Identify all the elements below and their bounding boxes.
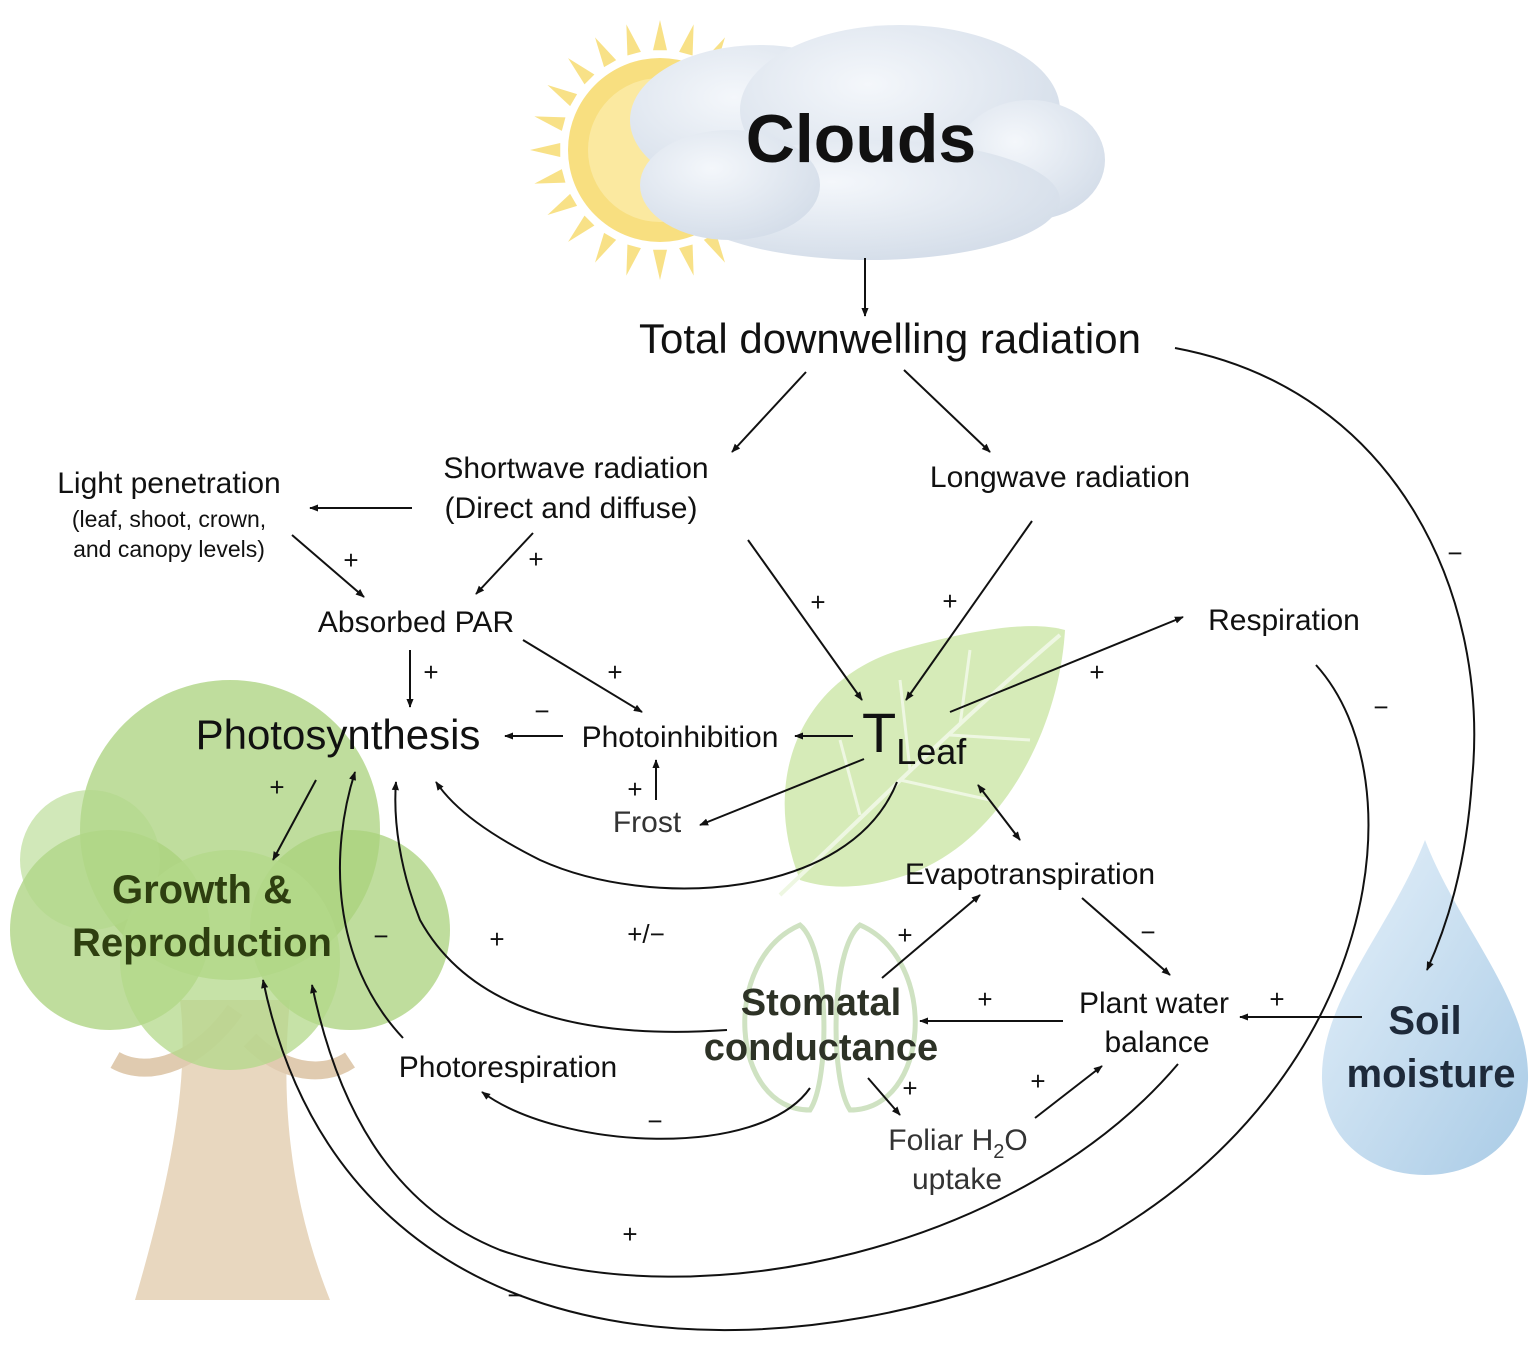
sign-stomatal-to-photosynthesis: + <box>489 924 504 954</box>
stomatal-conductance-label-2: conductance <box>704 1027 938 1069</box>
growth-reproduction-label-1: Growth & <box>112 868 292 912</box>
frost-label: Frost <box>613 806 682 839</box>
sign-light-to-par: + <box>343 545 358 575</box>
sign-stomatal-to-evapotranspiration: + <box>897 920 912 950</box>
sign-labels: + + + + + + − + + − − + − + +/− + − + + … <box>269 538 1462 1310</box>
t-leaf-main: T <box>862 701 896 764</box>
light-penetration-sublabel-1: (leaf, shoot, crown, <box>72 506 266 532</box>
sign-respiration-to-growth: − <box>1373 692 1388 722</box>
sun-ray <box>530 143 561 157</box>
sign-sw-to-par: + <box>528 544 543 574</box>
sign-lw-to-tleaf: + <box>942 586 957 616</box>
sun-ray <box>595 232 617 263</box>
stomatal-conductance-label-1: Stomatal <box>741 982 901 1024</box>
sun-ray <box>703 232 725 263</box>
light-penetration-label: Light penetration <box>57 467 281 500</box>
photosynthesis-label: Photosynthesis <box>196 711 481 758</box>
sign-par-to-photoinhibition: + <box>607 657 622 687</box>
sun-ray <box>534 116 566 131</box>
sign-frost-to-photoinhibition: + <box>627 774 642 804</box>
sign-soil-to-growth: − <box>507 1280 522 1310</box>
foliar-uptake-prefix: Foliar H <box>888 1124 993 1157</box>
sun-ray <box>547 193 578 215</box>
light-penetration-sublabel-2: and canopy levels) <box>73 536 265 562</box>
respiration-label: Respiration <box>1208 604 1360 637</box>
water-drop-icon <box>1321 840 1529 1175</box>
longwave-radiation-label: Longwave radiation <box>930 461 1190 494</box>
sun-ray <box>595 37 617 68</box>
sign-water-to-growth: + <box>622 1219 637 1249</box>
sun-ray <box>626 244 641 276</box>
sign-tleaf-to-respiration: + <box>1089 657 1104 687</box>
shortwave-radiation-label: Shortwave radiation <box>443 452 708 485</box>
growth-reproduction-label-2: Reproduction <box>72 921 332 965</box>
foliar-uptake-subscript: 2 <box>993 1141 1004 1163</box>
sun-ray <box>568 58 595 85</box>
sign-photosynthesis-to-growth: + <box>269 772 284 802</box>
sun-ray <box>679 244 694 276</box>
soil-moisture-label-1: Soil <box>1388 999 1461 1043</box>
plant-water-balance-label-2: balance <box>1104 1026 1209 1059</box>
sign-stomatal-to-photorespiration: − <box>647 1106 662 1136</box>
foliar-uptake-suffix: O <box>1004 1124 1027 1157</box>
sign-photorespiration-to-growth: − <box>373 921 388 951</box>
foliar-uptake-label-1: Foliar H2O <box>888 1124 1027 1163</box>
sign-evapotranspiration-to-water: − <box>1140 917 1155 947</box>
absorbed-par-label: Absorbed PAR <box>318 606 514 639</box>
plant-water-balance-label-1: Plant water <box>1079 987 1229 1020</box>
sign-tleaf-to-photosynthesis: +/− <box>627 919 665 949</box>
sun-ray <box>534 169 566 184</box>
sun-ray <box>653 249 667 280</box>
sign-stomatal-to-foliar: + <box>902 1073 917 1103</box>
node-labels: Clouds Total downwelling radiation Short… <box>57 101 1515 1196</box>
t-leaf-label: TLeaf <box>862 701 967 772</box>
total-downwelling-radiation-label: Total downwelling radiation <box>639 315 1141 362</box>
sign-radiation-to-soil: − <box>1447 538 1462 568</box>
sign-photoinhibition-to-photosynthesis: − <box>534 696 549 726</box>
shortwave-radiation-sublabel: (Direct and diffuse) <box>445 492 698 525</box>
sign-foliar-to-water: + <box>1030 1066 1045 1096</box>
sun-ray <box>653 20 667 51</box>
photorespiration-label: Photorespiration <box>399 1051 617 1084</box>
tree-icon <box>10 680 450 1300</box>
sun-ray <box>679 24 694 56</box>
evapotranspiration-label: Evapotranspiration <box>905 858 1155 891</box>
clouds-label: Clouds <box>746 101 976 177</box>
connectors <box>272 258 1362 1119</box>
foliar-uptake-label-2: uptake <box>912 1163 1002 1196</box>
stomata-icon <box>742 922 918 1113</box>
t-leaf-subscript: Leaf <box>896 731 967 772</box>
soil-moisture-label-2: moisture <box>1347 1052 1516 1096</box>
sun-ray <box>568 215 595 242</box>
sun-ray <box>626 24 641 56</box>
sign-sw-to-tleaf: + <box>810 587 825 617</box>
photoinhibition-label: Photoinhibition <box>582 721 779 754</box>
sign-soil-to-water: + <box>1269 984 1284 1014</box>
cloud-icon <box>630 25 1105 260</box>
sign-par-to-photosynthesis: + <box>423 657 438 687</box>
curved-connectors <box>261 347 1476 1331</box>
sun-ray <box>547 85 578 107</box>
sign-water-to-stomatal: + <box>977 984 992 1014</box>
